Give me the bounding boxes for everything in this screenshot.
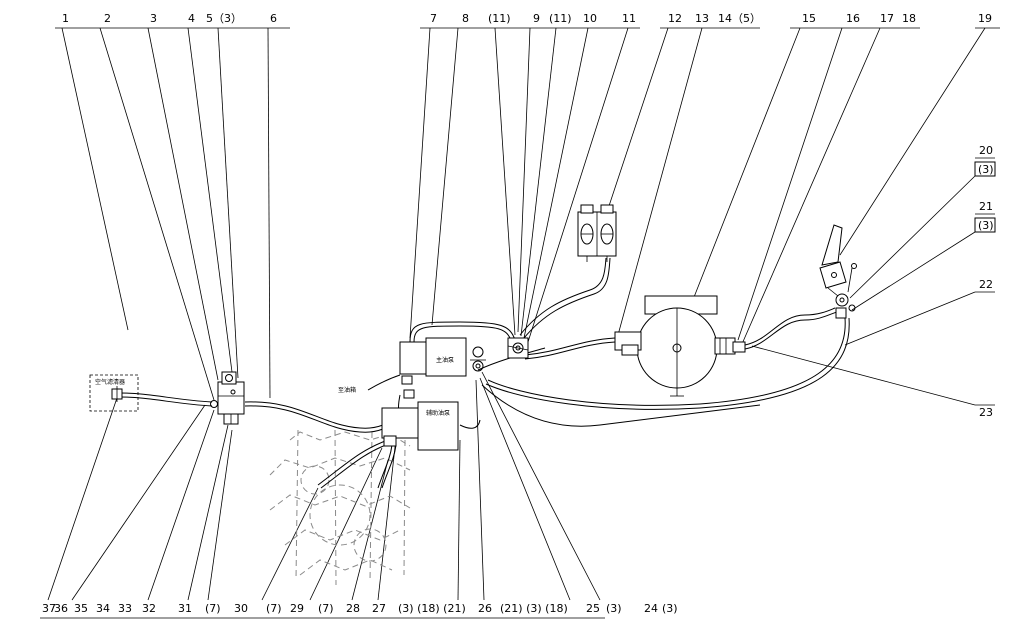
right-callouts: 20 (3) 21 (3) 22 23 — [751, 144, 996, 419]
callout-5: 5（3） — [206, 12, 242, 25]
dashed-ghost-outline — [269, 429, 411, 586]
pressure-gauge-pair — [577, 204, 617, 262]
callout-30: 30 — [234, 602, 248, 615]
valve-assembly — [210, 371, 245, 425]
callout-25-qty: (21) (3) (18) — [500, 602, 568, 615]
callout-20: 20 — [979, 144, 993, 157]
callout-25: 25 — [586, 602, 600, 615]
callout-29-qty: (7) — [266, 602, 282, 615]
top-callouts: 1 2 3 4 5（3） 6 7 8 (11) 9 (11) 10 11 12 … — [55, 12, 1000, 401]
callout-12: 12 — [668, 12, 682, 25]
distribution-block — [507, 337, 529, 359]
side-note-label: 至油箱 — [338, 386, 356, 394]
callout-19: 19 — [978, 12, 992, 25]
callout-4: 4 — [188, 12, 195, 25]
main-pump: 主油泵 至油箱 — [338, 337, 467, 399]
callout-1: 1 — [62, 12, 69, 25]
callout-20-qty: (3) — [978, 163, 994, 176]
callout-7: 7 — [430, 12, 437, 25]
callout-14: 14（5） — [718, 12, 761, 25]
control-pedal — [819, 224, 857, 319]
callout-16: 16 — [846, 12, 860, 25]
callout-22: 22 — [979, 278, 993, 291]
main-pump-label: 主油泵 — [436, 356, 454, 364]
callout-34: 34 — [96, 602, 110, 615]
callout-13: 13 — [695, 12, 709, 25]
callout-23: 23 — [979, 406, 993, 419]
electric-motor — [614, 295, 746, 397]
callout-9: 9 — [533, 12, 540, 25]
callout-26-qty: (3) (18) (21) — [398, 602, 466, 615]
callout-18: 18 — [902, 12, 916, 25]
callout-15: 15 — [802, 12, 816, 25]
callout-10: 10 — [583, 12, 597, 25]
callout-24-sub: (3) — [662, 602, 678, 615]
callout-37: 37 — [42, 602, 56, 615]
callout-21: 21 — [979, 200, 993, 213]
callout-9-sub-a: (11) — [488, 12, 511, 25]
callout-27: 27 — [372, 602, 386, 615]
callout-31: 31 — [178, 602, 192, 615]
callout-21-qty: (3) — [978, 219, 994, 232]
callout-26: 26 — [478, 602, 492, 615]
callout-32: 32 — [142, 602, 156, 615]
callout-24-qty: (3) — [606, 602, 622, 615]
callout-33: 33 — [118, 602, 132, 615]
callout-3: 3 — [150, 12, 157, 25]
callout-30-qty: (7) — [205, 602, 221, 615]
callout-28: 28 — [346, 602, 360, 615]
junction-fittings — [470, 346, 486, 372]
callout-17: 17 — [880, 12, 894, 25]
callout-24: 24 — [644, 602, 658, 615]
callout-11: 11 — [622, 12, 636, 25]
air-filter-label: 空气滤清器 — [95, 378, 125, 386]
callout-6: 6 — [270, 12, 277, 25]
callout-8: 8 — [462, 12, 469, 25]
callout-35: 35 — [74, 602, 88, 615]
auxiliary-pump: 辅助油泵 — [381, 401, 459, 451]
bottom-callouts: 37 36 35 34 33 32 31 (7) 30 (7) 29 (7) 2… — [40, 371, 678, 619]
callout-29: 29 — [290, 602, 304, 615]
callout-2: 2 — [104, 12, 111, 25]
aux-pump-label: 辅助油泵 — [426, 409, 450, 417]
callout-36: 36 — [54, 602, 68, 615]
callout-28-qty: (7) — [318, 602, 334, 615]
callout-9-sub-b: (11) — [549, 12, 572, 25]
air-filter: 空气滤清器 — [89, 374, 139, 412]
